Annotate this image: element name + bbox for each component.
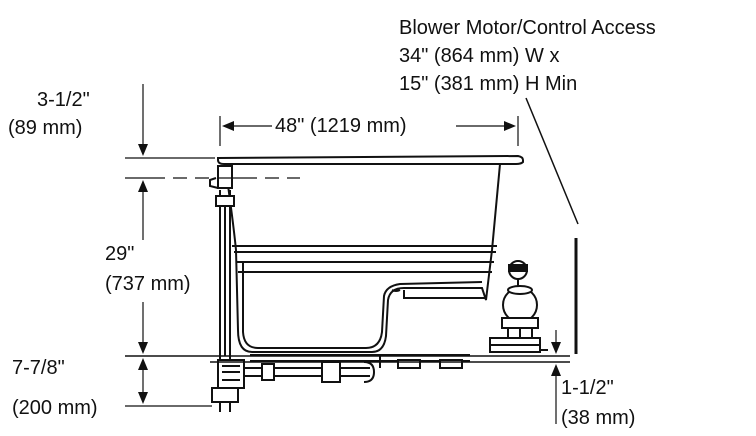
blower-access-label-line-3: 15" (381 mm) H Min (399, 73, 578, 95)
floor-lines (125, 355, 570, 363)
height-dim-label-line-1: 29" (105, 243, 135, 265)
drain-piping (209, 165, 376, 412)
access-panel (525, 97, 579, 354)
blower-motor (489, 260, 548, 353)
width-dim-label: 48" (1219 mm) (274, 114, 408, 138)
support-frame (250, 354, 470, 369)
top-rim-dim-label-line-1: 3-1/2" (37, 89, 90, 111)
blower-access-label-line-1: Blower Motor/Control Access (399, 17, 656, 39)
blower-access-label-line-2: 34" (864 mm) W x (399, 45, 560, 67)
height-dim-label-line-2: (737 mm) (105, 273, 191, 295)
base-dim-label-line-1: 7-7/8" (12, 357, 65, 379)
base-dim-label-line-2: (200 mm) (12, 397, 98, 419)
top-rim-dim-label-line-2: (89 mm) (8, 117, 83, 139)
dimension-arrows (138, 121, 561, 404)
floor-gap-dim-label-line-1: 1-1/2" (561, 377, 614, 399)
bathtub-shell (217, 154, 524, 353)
floor-gap-dim-label-line-2: (38 mm) (561, 407, 636, 429)
